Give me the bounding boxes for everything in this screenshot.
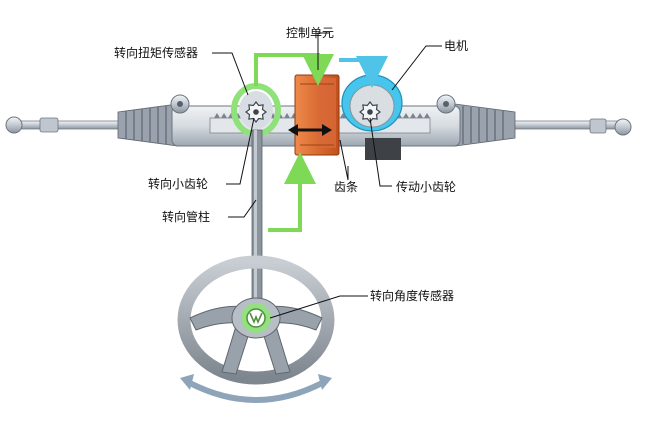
label-motor: 电机 (444, 39, 468, 53)
signal-line-angle (268, 152, 316, 232)
label-control-unit: 控制单元 (286, 26, 334, 40)
label-torque-sensor: 转向扭矩传感器 (114, 45, 198, 60)
drive-pinion-gear (359, 101, 381, 123)
angle-sensor (241, 303, 271, 333)
label-steering-pinion: 转向小齿轮 (148, 176, 208, 191)
label-drive-pinion: 传动小齿轮 (396, 179, 456, 194)
label-steering-column: 转向管柱 (162, 209, 210, 224)
rack-direction-arrow (288, 124, 332, 136)
right-boot (454, 103, 516, 147)
rotation-arrow (180, 374, 332, 403)
signal-line-motor (339, 56, 388, 88)
left-boot (117, 103, 179, 147)
steering-column (251, 129, 263, 311)
steering-pinion-gear (245, 101, 267, 123)
right-tie-rod (504, 118, 632, 136)
control-unit (294, 74, 340, 156)
label-rack: 齿条 (334, 180, 358, 194)
label-angle-sensor: 转向角度传感器 (370, 288, 454, 303)
leader-lines (212, 32, 442, 319)
